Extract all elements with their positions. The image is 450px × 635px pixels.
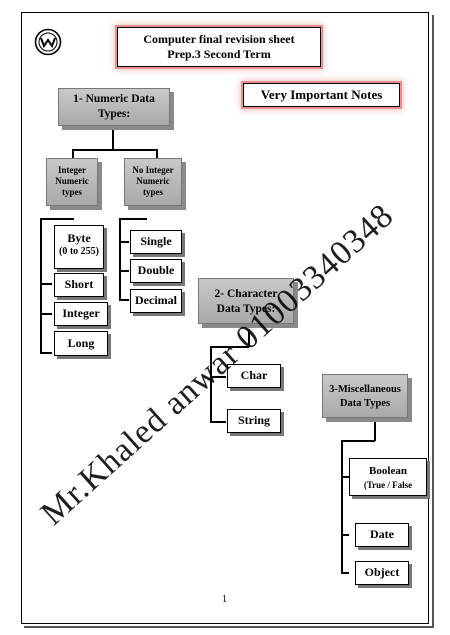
non-integer-item-single: Single: [130, 230, 182, 254]
page-number: 1: [222, 594, 227, 605]
integer-item-short: Short: [54, 273, 104, 297]
logo-icon: [34, 28, 62, 56]
byte-range: (0 to 255): [59, 246, 99, 257]
integer-item-long: Long: [54, 331, 108, 356]
important-notes-label: Very Important Notes: [243, 83, 400, 107]
misc-heading: 3-Miscellaneous Data Types: [322, 374, 408, 418]
non-integer-item-double: Double: [130, 259, 182, 283]
non-integer-types-heading: No Integer Numeric types: [124, 158, 182, 206]
numeric-heading-line-1: 1- Numeric Data: [73, 93, 155, 105]
character-heading-line-2: Data Types:: [216, 303, 276, 315]
boolean-label: Boolean: [369, 465, 407, 477]
non-integer-heading-line-3: types: [143, 187, 163, 197]
integer-types-heading: Integer Numeric types: [46, 158, 98, 206]
misc-item-boolean: Boolean (True / False: [349, 458, 427, 496]
non-integer-item-decimal: Decimal: [130, 289, 182, 313]
integer-heading-line-2: Numeric: [55, 176, 89, 186]
title-line-2: Prep.3 Second Term: [167, 47, 271, 61]
integer-heading-line-1: Integer: [58, 165, 86, 175]
misc-heading-line-1: 3-Miscellaneous: [329, 384, 401, 395]
misc-heading-line-2: Data Types: [339, 398, 391, 409]
sheet-title: Computer final revision sheet Prep.3 Sec…: [117, 27, 321, 67]
character-heading-line-1: 2- Character: [214, 288, 278, 300]
character-item-string: String: [227, 409, 281, 433]
non-integer-heading-line-1: No Integer: [132, 165, 174, 175]
numeric-heading: 1- Numeric Data Types:: [58, 88, 170, 126]
character-item-char: Char: [227, 364, 281, 388]
page-shadow: [24, 15, 434, 628]
non-integer-heading-line-2: Numeric: [136, 176, 170, 186]
misc-item-date: Date: [355, 523, 409, 547]
misc-item-object: Object: [355, 561, 409, 585]
numeric-heading-line-2: Types:: [97, 108, 131, 120]
title-line-1: Computer final revision sheet: [143, 32, 295, 46]
character-heading: 2- Character Data Types:: [198, 278, 294, 324]
integer-item-byte: Byte (0 to 255): [54, 225, 104, 269]
integer-heading-line-3: types: [62, 187, 82, 197]
integer-item-integer: Integer: [54, 302, 108, 326]
boolean-values: (True / False: [363, 480, 413, 490]
byte-label: Byte: [67, 231, 91, 245]
